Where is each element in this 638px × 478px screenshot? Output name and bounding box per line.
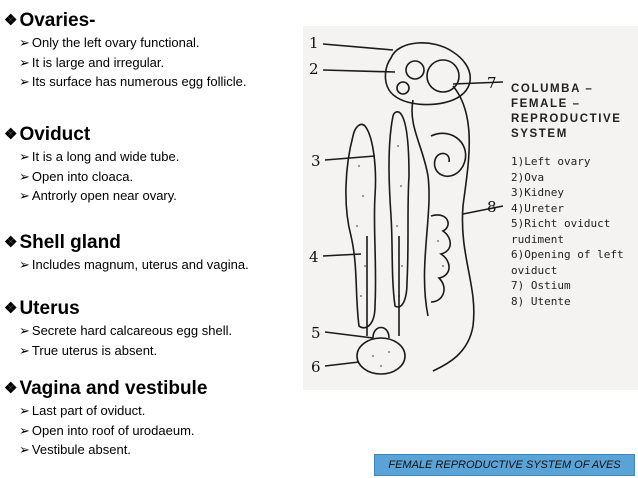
bullet-item: ➢Open into roof of urodaeum. [19,421,207,441]
legend-item: 5)Richt oviduct [511,217,611,230]
bullet-item: ➢Includes magnum, uterus and vagina. [19,255,249,275]
bullet-item: ➢Vestibule absent. [19,440,207,460]
section-heading: ❖Shell gland [4,232,121,253]
section-heading: ❖Ovaries- [4,10,96,31]
legend-list: 1)Left ovary 2)Ova 3)Kidney 4)Ureter 5)R… [511,154,636,309]
bullet-item: ➢It is large and irregular. [19,53,247,73]
legend-item: 4)Ureter [511,201,564,215]
diagram-number: 1 [309,34,319,52]
diagram-number: 8 [487,198,497,216]
arrow-bullet-icon: ➢ [19,35,30,50]
legend-item: rudiment [511,232,564,246]
arrow-bullet-icon: ➢ [19,74,30,89]
bullet-item: ➢It is a long and wide tube. [19,147,179,167]
arrow-bullet-icon: ➢ [19,342,30,358]
leader-line [324,361,360,367]
kidney-shape [388,111,410,308]
arrow-bullet-icon: ➢ [19,54,30,70]
arrow-bullet-icon: ➢ [19,442,30,457]
diagram-number: 4 [309,248,319,266]
section-heading: ❖Vagina and vestibule [4,378,208,399]
section-vagina-vestibule: ❖Vagina and vestibule ➢Last part of ovid… [0,378,207,460]
uterus-shape [430,214,452,303]
legend-item: 3)Kidney [511,186,564,199]
stipple-texture [356,145,444,367]
bullet-item: ➢Secrete hard calcareous egg shell. [19,321,232,341]
leader-line [322,43,394,51]
leader-line [462,205,504,215]
section-heading: ❖Oviduct [4,124,91,145]
arrow-bullet-icon: ➢ [19,168,30,184]
section-shell-gland: ❖Shell gland ➢Includes magnum, uterus an… [0,232,249,275]
arrow-bullet-icon: ➢ [19,257,30,272]
diamond-bullet-icon: ❖ [4,300,18,317]
diagram-legend: COLUMBA – FEMALE – REPRODUCTIVE SYSTEM 1… [511,82,636,309]
diagram-number: 3 [311,152,321,170]
legend-item: 1)Left ovary [511,155,591,168]
diagram-number: 6 [311,358,321,376]
ovum-shape [396,81,410,95]
ostium-shape [432,85,475,372]
leader-line [324,155,376,161]
leader-line [452,81,504,85]
arrow-bullet-icon: ➢ [19,422,30,438]
ovum-shape [405,60,425,80]
kidney-shape [345,123,377,329]
diagram-drawing: 1 2 3 4 5 6 7 8 [309,34,504,376]
leader-line [322,253,362,257]
left-ovary-shape [384,42,471,106]
section-ovaries: ❖Ovaries- ➢Only the left ovary functiona… [0,10,247,92]
legend-item: 2)Ova [511,170,545,184]
arrow-bullet-icon: ➢ [19,149,30,164]
diagram-number: 2 [309,60,319,78]
arrow-bullet-icon: ➢ [19,323,30,338]
diamond-bullet-icon: ❖ [4,380,18,397]
legend-item: 6)Opening of left [511,248,624,261]
bullet-item: ➢Antrorly open near ovary. [19,186,179,206]
shell-gland-shape [430,132,467,178]
bullet-item: ➢Open into cloaca. [19,167,179,187]
section-oviduct: ❖Oviduct ➢It is a long and wide tube. ➢O… [0,124,179,206]
bullet-item: ➢Last part of oviduct. [19,401,207,421]
legend-item: 8) Utente [511,294,571,308]
diamond-bullet-icon: ❖ [4,12,18,29]
bullet-item: ➢Only the left ovary functional. [19,33,247,53]
section-heading: ❖Uterus [4,298,80,319]
figure-caption: FEMALE REPRODUCTIVE SYSTEM OF AVES [374,454,635,476]
bullet-item: ➢Its surface has numerous egg follicle. [19,72,247,92]
diagram-number: 5 [311,324,321,342]
ovum-shape [426,59,460,93]
arrow-bullet-icon: ➢ [19,403,30,418]
oviduct-shape [411,99,430,317]
leader-line [324,331,374,339]
section-uterus: ❖Uterus ➢Secrete hard calcareous egg she… [0,298,232,360]
leader-line [322,69,396,73]
reproductive-system-diagram: 1 2 3 4 5 6 7 8 COLUMBA – FEMALE – REPRO… [303,26,638,390]
arrow-bullet-icon: ➢ [19,188,30,203]
diamond-bullet-icon: ❖ [4,234,18,251]
legend-item: 7) Ostium [511,279,571,292]
diamond-bullet-icon: ❖ [4,126,18,143]
bullet-item: ➢True uterus is absent. [19,341,232,361]
cloaca-shape [356,337,406,375]
legend-item: oviduct [511,263,558,277]
right-oviduct-rudiment-shape [372,326,390,339]
legend-title: COLUMBA – FEMALE – REPRODUCTIVE SYSTEM [511,83,622,140]
diagram-number: 7 [487,74,497,92]
